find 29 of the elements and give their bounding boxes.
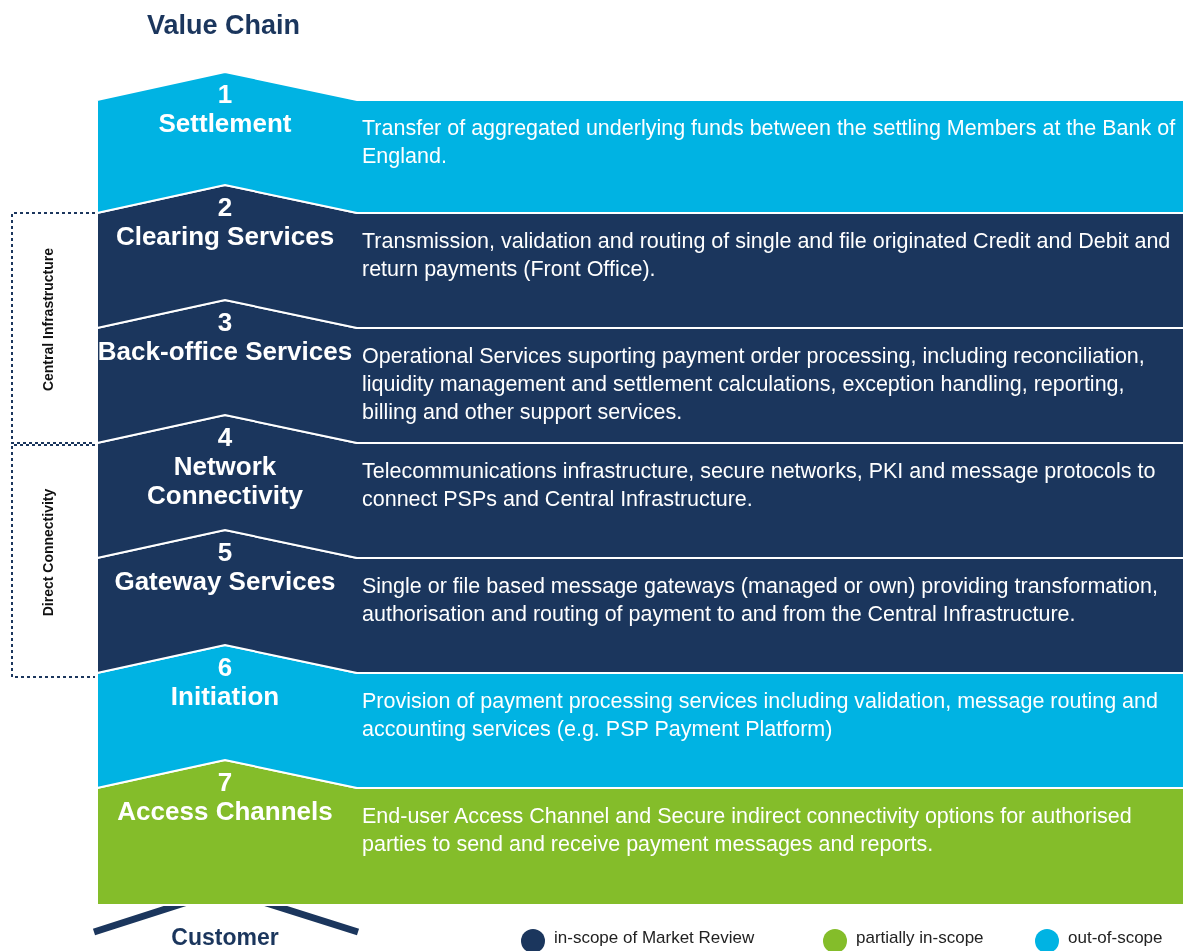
step-title: Settlement	[157, 109, 293, 138]
step-title: Network Connectivity	[146, 452, 304, 510]
customer-label: Customer	[170, 924, 280, 951]
legend-label: in-scope of Market Review	[554, 928, 755, 948]
value-chain-band	[97, 760, 1184, 905]
step-title: Back-office Services	[97, 337, 353, 366]
step-number: 2	[216, 193, 234, 221]
bracket-label: Central Infrastructure	[39, 246, 57, 394]
step-number: 4	[216, 423, 234, 451]
step-description: Transmission, validation and routing of single and file originated Credit and Debit and return payments (Front Office).	[362, 228, 1172, 283]
step-number: 1	[216, 80, 234, 108]
step-description: End-user Access Channel and Secure indirect connectivity options for authorised parties to send and receive payment messages and reports.	[362, 803, 1133, 858]
step-number: 5	[216, 538, 234, 566]
diagram-title: Value Chain	[147, 10, 301, 41]
step-title: Clearing Services	[114, 222, 336, 251]
step-title: Initiation	[169, 682, 281, 711]
legend-label: partially in-scope	[856, 928, 984, 948]
legend-label: out-of-scope	[1068, 928, 1163, 948]
step-description: Transfer of aggregated underlying funds between the settling Members at the Bank of England.	[362, 115, 1177, 170]
step-number: 3	[216, 308, 234, 336]
step-number: 6	[216, 653, 234, 681]
step-title: Access Channels	[116, 797, 334, 826]
bracket-label: Direct Connectivity	[39, 487, 57, 619]
step-description: Provision of payment processing services including validation, message routing and accounting services (e.g. PSP Payment Platform)	[362, 688, 1159, 743]
step-title: Gateway Services	[113, 567, 337, 596]
step-number: 7	[216, 768, 234, 796]
step-description: Single or file based message gateways (managed or own) providing transformation, authorisation and routing of payment to and from the Central Infrastructure.	[362, 573, 1159, 628]
step-description: Telecommunications infrastructure, secure networks, PKI and message protocols to connect PSPs and Central Infrastructure.	[362, 458, 1157, 513]
step-description: Operational Services suporting payment order processing, including reconciliation, liquidity management and settlement calculations, exception handling, reporting, billing and other support services.	[362, 343, 1146, 426]
